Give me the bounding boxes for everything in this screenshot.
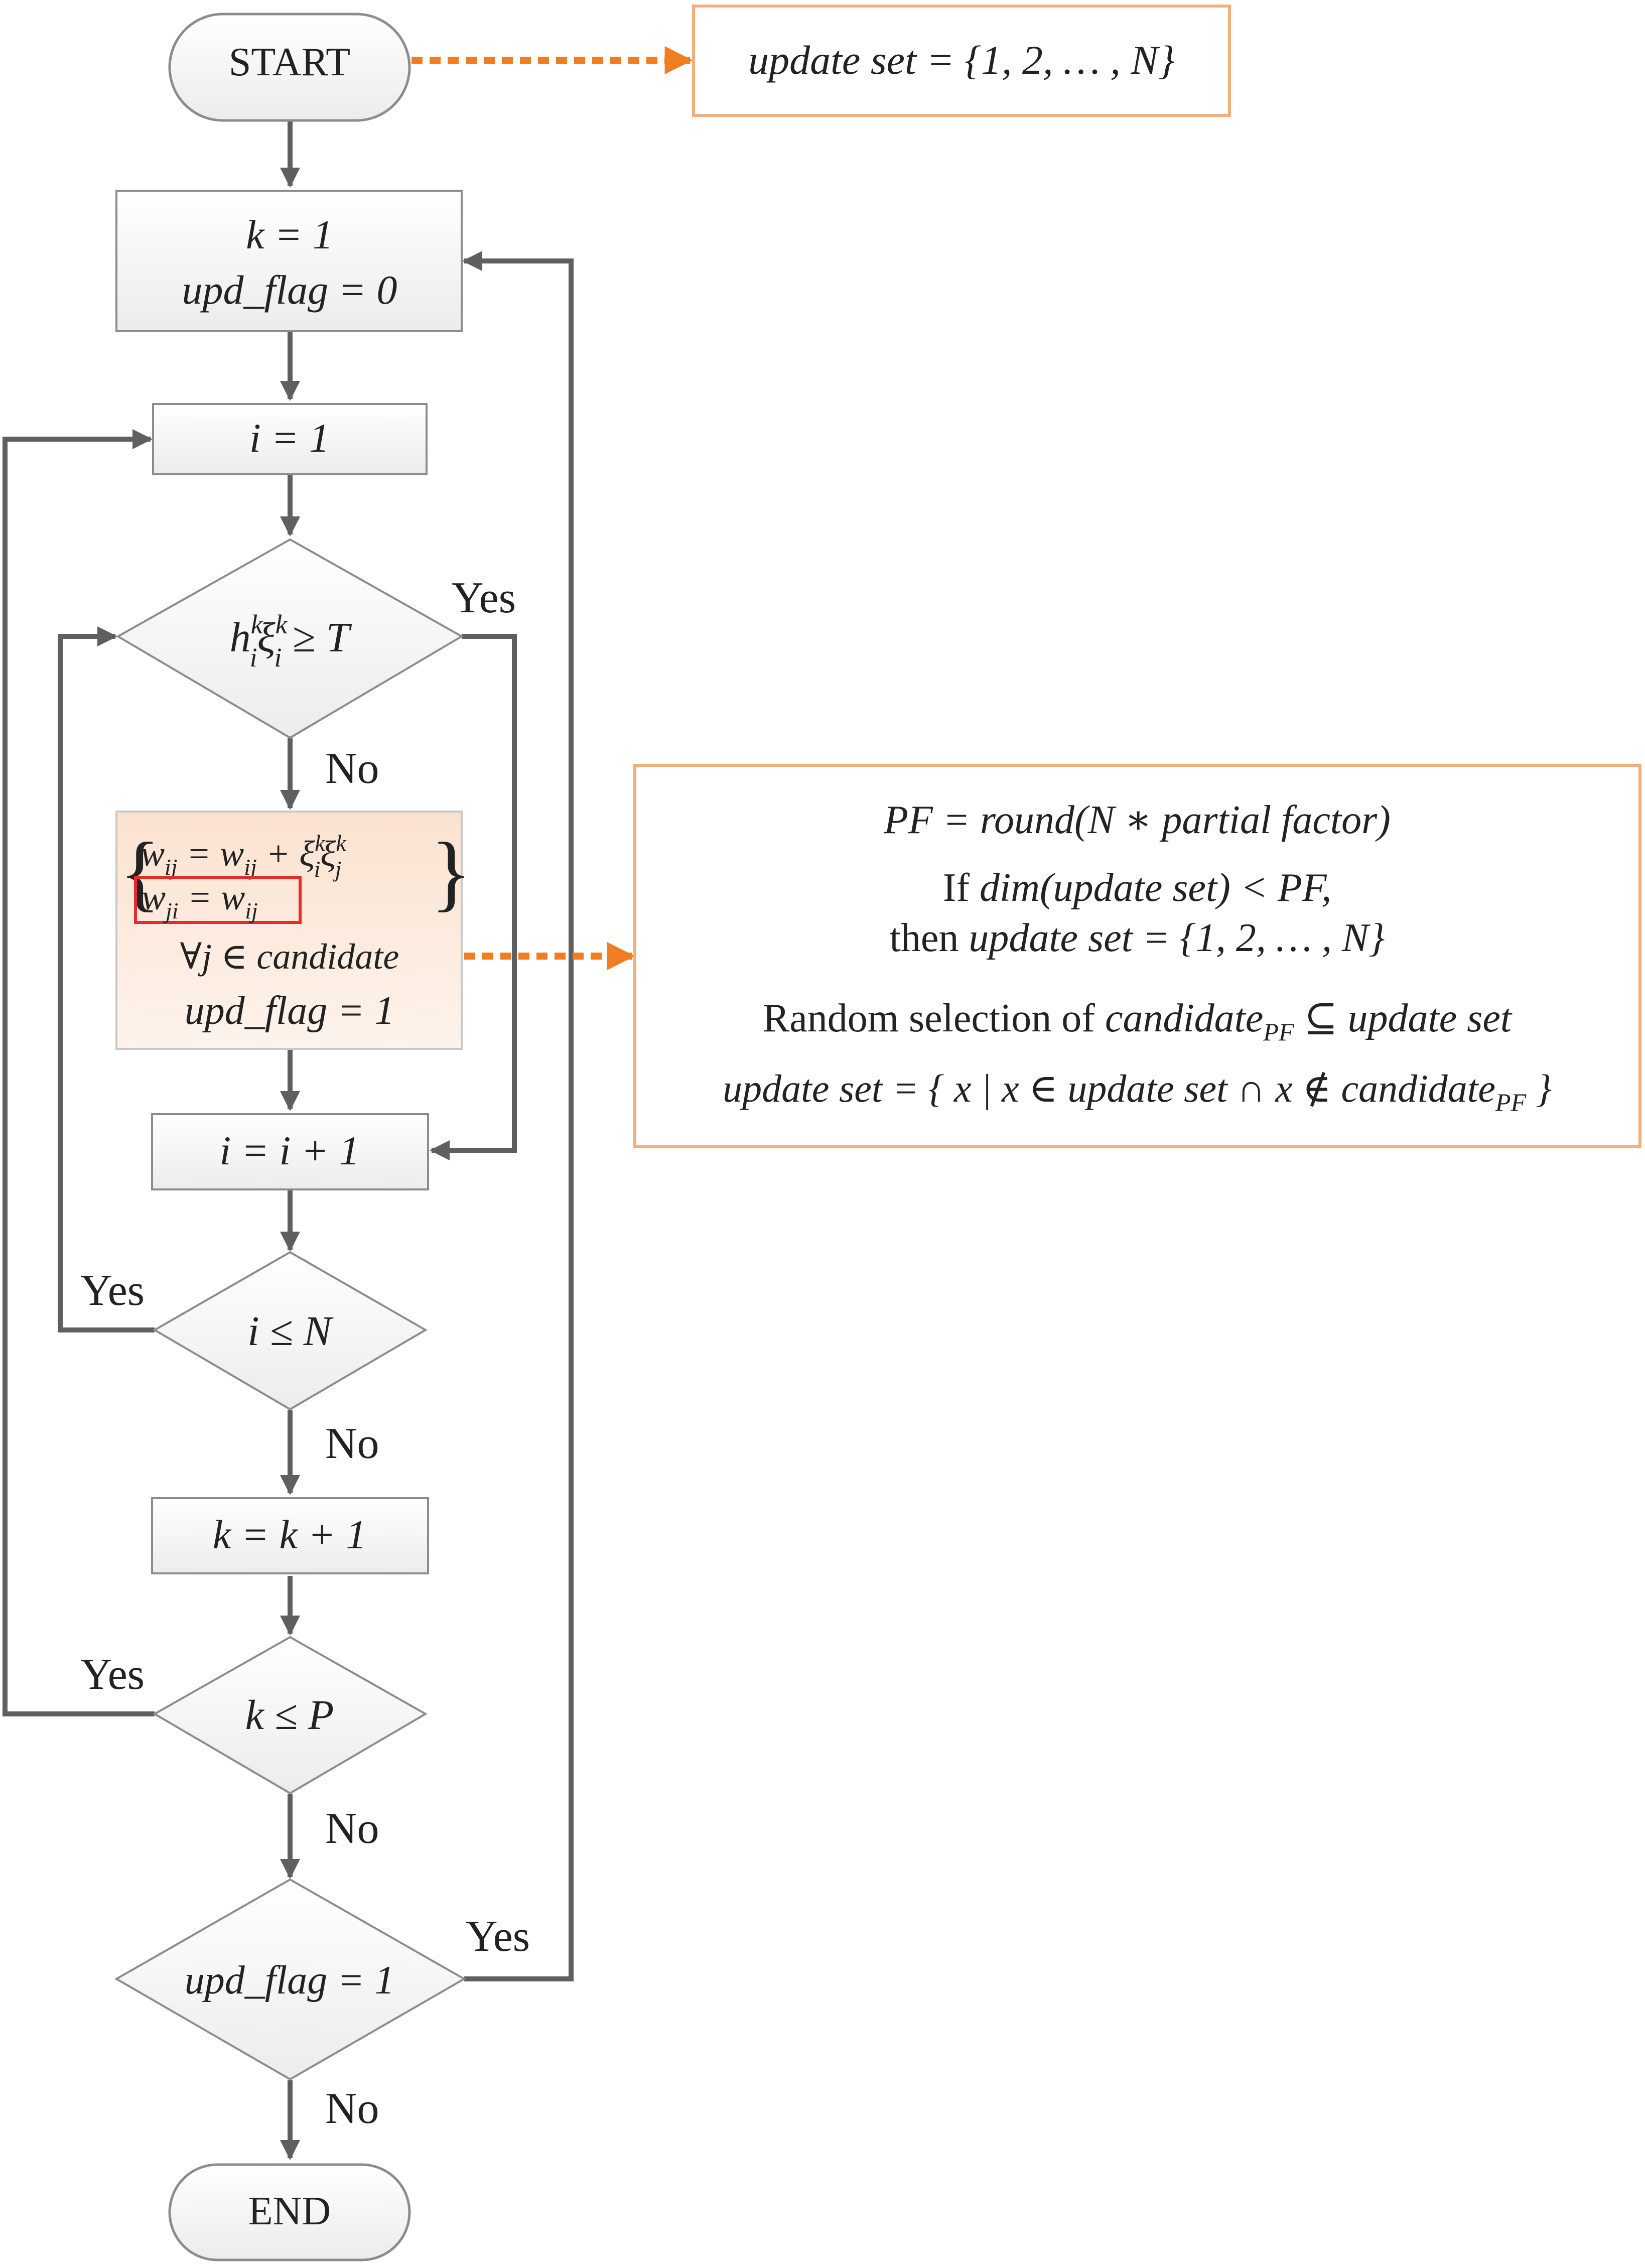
- label-yes-flag: Yes: [466, 1912, 530, 1961]
- cond-k-text: k ≤ P: [245, 1692, 334, 1739]
- arrow-cond-flag-yes: [462, 251, 574, 1981]
- left-brace: {: [119, 825, 161, 919]
- label-no-i: No: [325, 1419, 379, 1468]
- xi-sub: i: [275, 642, 282, 673]
- cond-rest: ≥ T: [282, 614, 352, 661]
- inc-k-box: k = k + 1: [151, 1497, 429, 1574]
- init-k-text: k = 1: [246, 212, 333, 257]
- note-connectors: [412, 46, 693, 970]
- side-note: PF = round(N ∗ partial factor) If dim(up…: [633, 764, 1641, 1148]
- side-note-line1: PF = round(N ∗ partial factor): [883, 798, 1391, 842]
- side-note-line5: update set = { x | x ∈ update set ∩ x ∉ …: [723, 1066, 1552, 1116]
- init-box: k = 1 upd_flag = 0: [115, 190, 463, 332]
- label-no-threshold: No: [325, 744, 379, 793]
- inc-k-text: k = k + 1: [213, 1512, 366, 1557]
- side-note-line3: then update set = {1, 2, … , N}: [890, 916, 1385, 960]
- update-eq2: wji = wij: [142, 877, 258, 923]
- inc-i-box: i = i + 1: [151, 1113, 429, 1190]
- update-forall: ∀j ∈ candidate: [180, 937, 399, 977]
- label-no-flag: No: [325, 2084, 379, 2133]
- label-yes-i: Yes: [80, 1266, 145, 1315]
- branch-labels: Yes No Yes No Yes No Yes No: [80, 574, 530, 2133]
- connectors: [3, 120, 574, 2160]
- cond-flag-diamond: upd_flag = 1: [114, 1878, 467, 2081]
- xi-symbol: ξ: [257, 614, 276, 661]
- start-label: START: [229, 40, 350, 84]
- init-flag-text: upd_flag = 0: [182, 267, 397, 313]
- top-note: update set = {1, 2, … , N}: [692, 5, 1231, 117]
- side-note-line2: If dim(update set) < PF,: [943, 866, 1332, 910]
- top-note-text: update set = {1, 2, … , N}: [748, 37, 1175, 83]
- end-terminal: END: [168, 2163, 411, 2261]
- label-no-k: No: [325, 1804, 379, 1853]
- cond-i-diamond: i ≤ N: [153, 1251, 428, 1411]
- init-i-text: i = 1: [249, 415, 330, 461]
- inc-i-text: i = i + 1: [219, 1128, 359, 1173]
- symmetry-highlight: [134, 876, 302, 924]
- cond-k-diamond: k ≤ P: [152, 1636, 428, 1795]
- cond-flag-text: upd_flag = 1: [185, 1958, 394, 2003]
- right-brace: }: [431, 825, 472, 919]
- xi-sup: k: [276, 609, 288, 639]
- end-label: END: [248, 2189, 331, 2233]
- h-symbol: h: [230, 614, 251, 661]
- update-flag: upd_flag = 1: [185, 989, 394, 1033]
- arrow-cond-h-yes: [430, 634, 517, 1160]
- init-i-box: i = 1: [152, 403, 428, 475]
- label-yes-threshold: Yes: [452, 574, 516, 622]
- side-note-line4: Random selection of candidatePF ⊆ update…: [763, 996, 1513, 1046]
- cond-i-text: i ≤ N: [247, 1308, 333, 1355]
- arrow-cond-k-yes: [3, 429, 155, 1716]
- arrow-cond-i-yes: [58, 626, 155, 1332]
- h-sup: k: [251, 609, 263, 639]
- h-sub: i: [250, 642, 257, 673]
- label-yes-k: Yes: [80, 1650, 145, 1699]
- start-terminal: START: [168, 13, 411, 122]
